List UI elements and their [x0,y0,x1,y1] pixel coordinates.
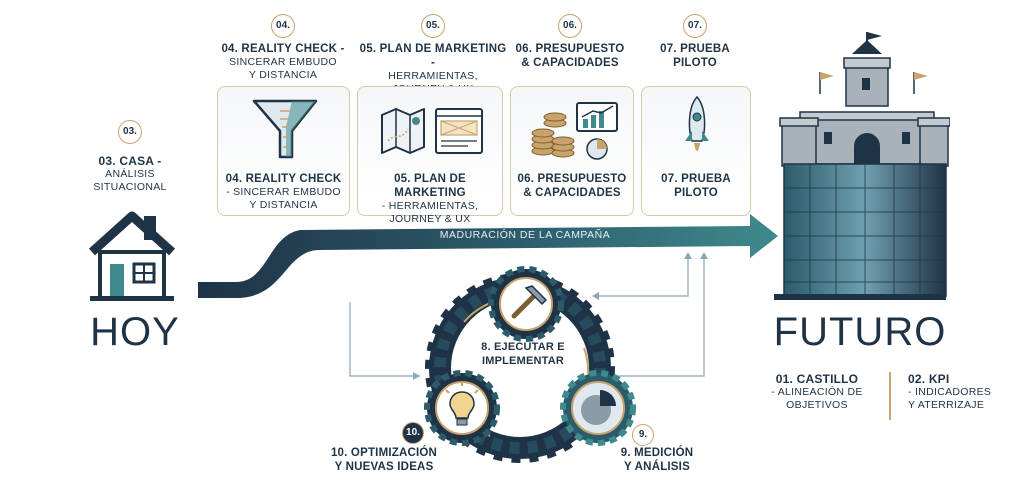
connector-right-1-tail [592,292,599,300]
step-06-header-sub1: & CAPACIDADES [521,57,619,69]
ejecutar-label: 8. EJECUTAR E IMPLEMENTAR [468,340,578,368]
ejecutar-line1: 8. EJECUTAR E [481,341,565,353]
casa-header: 03. 03. CASA - ANÁLISIS SITUACIONAL [85,120,175,194]
step-04-header: 04. 04. REALITY CHECK - SINCERAR EMBUDO … [213,14,353,82]
hoy-label: HOY [90,310,180,354]
optimizacion-label: 10. OPTIMIZACIÓN Y NUEVAS IDEAS [326,446,442,474]
step-05-card-label: 05. PLAN DE MARKETING - HERRAMIENTAS, JO… [358,172,502,226]
casa-number: 03. [118,120,142,144]
castillo-sub1: - ALINEACIÓN DE [771,386,863,398]
step-04-header-sub1: SINCERAR EMBUDO [229,56,337,68]
castillo-block: 01. CASTILLO - ALINEACIÓN DE OBJETIVOS [752,372,882,412]
step-05-card-sub1: - HERRAMIENTAS, [381,200,479,212]
step-07-card: 07. PRUEBA PILOTO [641,86,751,216]
step-04-card-sub2: Y DISTANCIA [249,199,318,211]
step-04-card-title: 04. REALITY CHECK [225,173,342,185]
step-06-number: 06. [558,14,582,38]
step-04-card-label: 04. REALITY CHECK - SINCERAR EMBUDO Y DI… [218,172,349,212]
step-05-card-sub2: JOURNEY & UX [389,213,471,225]
connector-left-head [413,372,420,380]
castle-tower-icon [774,32,950,300]
optimizacion-line1: 10. OPTIMIZACIÓN [330,447,438,459]
medicion-line2: Y ANÁLISIS [624,461,690,473]
step-05-header-sub1: HERRAMIENTAS, [388,70,478,82]
step-07-card-sub1: PILOTO [674,187,718,199]
step-06-header: 06. 06. PRESUPUESTO & CAPACIDADES [500,14,640,70]
step-04-card: 04. REALITY CHECK - SINCERAR EMBUDO Y DI… [217,86,350,216]
medicion-line1: 9. MEDICIÓN [620,447,694,459]
step-05-number: 05. [421,14,445,38]
step-07-number: 07. [683,14,707,38]
step-07-card-title: 07. PRUEBA [661,173,731,185]
campaign-maturation-arrow [198,214,778,298]
step-04-header-title: 04. REALITY CHECK - [221,43,345,55]
optimizacion-line2: Y NUEVAS IDEAS [334,461,434,473]
step-07-header-sub1: PILOTO [673,57,717,69]
futuro-label: FUTURO [773,310,947,354]
casa-subtitle-1: ANÁLISIS [105,168,155,180]
kpi-sub1: - INDICADORES [908,386,992,398]
connector-right-2-head [700,252,708,259]
optimizacion-number: 10. [402,422,424,444]
step-05-card: 05. PLAN DE MARKETING - HERRAMIENTAS, JO… [357,86,503,225]
arrow-label: MADURACIÓN DE LA CAMPAÑA [439,229,611,241]
kpi-sub2: Y ATERRIZAJE [908,399,985,411]
pie-chart-icon [560,370,636,446]
step-05-header-title: 05. PLAN DE MARKETING - [359,43,507,69]
casa-subtitle-2: SITUACIONAL [93,181,167,193]
house-icon [88,211,176,301]
castillo-title: 01. CASTILLO [775,372,859,386]
funnel-icon [252,99,318,159]
step-06-card-label: 06. PRESUPUESTO & CAPACIDADES [511,172,633,200]
ejecutar-line2: IMPLEMENTAR [481,355,565,367]
step-04-header-sub2: Y DISTANCIA [248,69,318,81]
step-04-number: 04. [271,14,295,38]
lightbulb-icon [424,370,500,446]
connector-right-1 [595,254,689,297]
step-06-card-sub1: & CAPACIDADES [523,187,621,199]
connector-right-2 [605,254,705,377]
castillo-kpi-divider [889,372,891,420]
step-06-card: 06. PRESUPUESTO & CAPACIDADES [510,86,634,216]
connector-left [349,302,420,377]
casa-title: 03. CASA - [98,154,162,168]
medicion-label: 9. MEDICIÓN Y ANÁLISIS [612,446,702,474]
step-06-card-title: 06. PRESUPUESTO [517,173,627,185]
step-05-header: 05. 05. PLAN DE MARKETING - HERRAMIENTAS… [358,14,508,96]
step-07-header: 07. 07. PRUEBA PILOTO [625,14,765,70]
rocket-icon [685,95,709,151]
step-04-card-sub1: - SINCERAR EMBUDO [226,186,341,198]
step-05-card-title: 05. PLAN DE MARKETING [394,173,466,199]
map-browser-icon [381,108,483,154]
step-07-header-title: 07. PRUEBA [660,43,730,55]
kpi-block: 02. KPI - INDICADORES Y ATERRIZAJE [898,372,1003,412]
hammer-icon [488,266,564,342]
kpi-title: 02. KPI [908,372,950,386]
castillo-sub2: OBJETIVOS [786,399,848,411]
step-07-card-label: 07. PRUEBA PILOTO [642,172,750,200]
step-06-header-title: 06. PRESUPUESTO [515,43,625,55]
connector-right-1-head [684,252,692,259]
coins-chart-icon [531,102,618,160]
medicion-number: 9. [632,424,654,446]
